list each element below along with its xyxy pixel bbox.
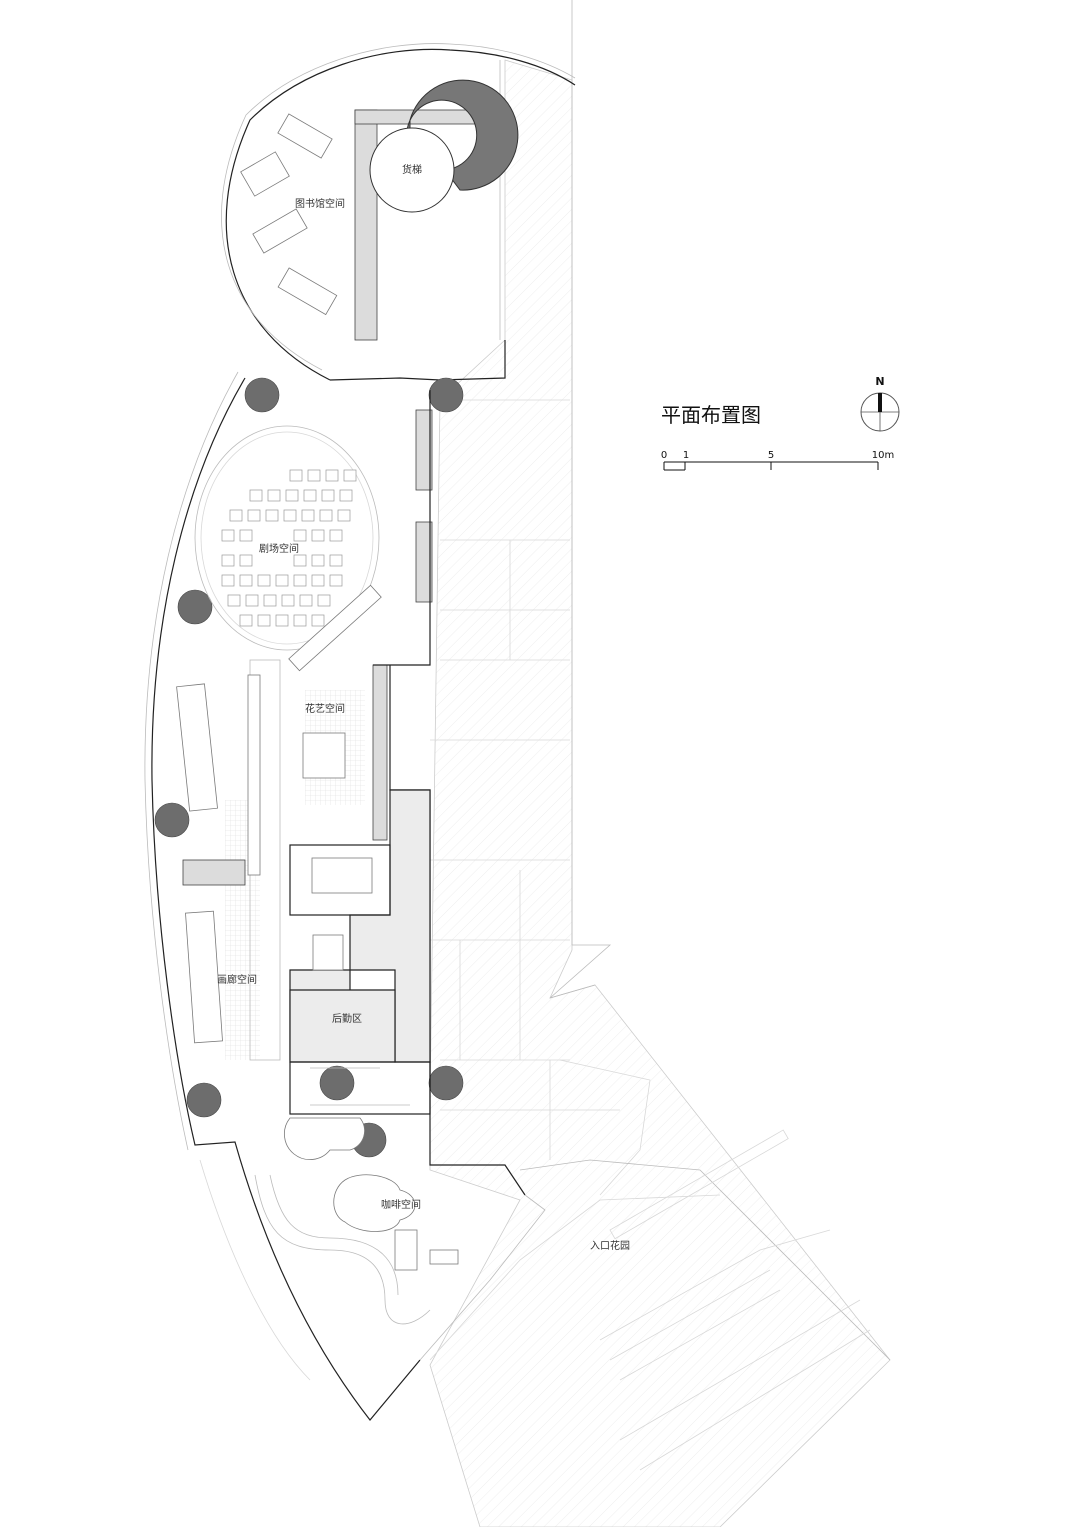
theater-seat (293, 614, 307, 627)
theater-seat (285, 489, 299, 502)
theater-seat (343, 469, 357, 482)
cafe-label: 咖啡空间 (381, 1198, 421, 1211)
theater-seat (275, 614, 289, 627)
theater-seat (307, 469, 321, 482)
entrance-garden-label: 入口花园 (590, 1239, 630, 1252)
theater-seat (263, 594, 277, 607)
theater-seat (283, 509, 297, 522)
legend: 平面布置图 N 0 1 5 10m (661, 375, 900, 471)
theater-seat (221, 529, 235, 542)
cafe-area (254, 1110, 546, 1361)
theater-seat (221, 574, 235, 587)
library-area (240, 79, 519, 341)
theater-seat (311, 574, 325, 587)
floral-label: 花艺空间 (305, 702, 345, 715)
tree (186, 1082, 222, 1118)
back-office-label: 后勤区 (332, 1012, 362, 1025)
theater-seat (317, 594, 331, 607)
scale-bar: 0 1 5 10m (661, 450, 894, 471)
theater-seat (239, 614, 253, 627)
north-arrow-icon: N (860, 375, 900, 432)
theater-seat (281, 594, 295, 607)
theater-seat (321, 489, 335, 502)
tree (428, 377, 464, 413)
theater-seat (299, 594, 313, 607)
theater-seat (303, 489, 317, 502)
tree (154, 802, 190, 838)
theater-seat (311, 529, 325, 542)
adjacent-building (429, 0, 891, 1527)
theater-seat (329, 529, 343, 542)
tree (428, 1065, 464, 1101)
theater-seat (311, 614, 325, 627)
theater-seat (265, 509, 279, 522)
theater-seat (227, 594, 241, 607)
theater-seat (289, 469, 303, 482)
theater-seat (293, 529, 307, 542)
room-labels: 图书馆空间 货梯 剧场空间 花艺空间 画廊空间 后勤区 咖啡空间 入口花园 (217, 163, 630, 1252)
theater-seat (247, 509, 261, 522)
freight-elevator-label: 货梯 (402, 163, 422, 176)
entrance-garden (429, 1129, 891, 1471)
theater-seat (339, 489, 353, 502)
tree (244, 377, 280, 413)
north-label: N (875, 375, 884, 388)
theater-seat (257, 614, 271, 627)
theater-seat (311, 554, 325, 567)
service-area (284, 789, 431, 1160)
theater-seat (275, 574, 289, 587)
theater-seat (257, 574, 271, 587)
theater-seat (329, 554, 343, 567)
theater-seat (239, 554, 253, 567)
scale-tick: 0 (661, 450, 667, 461)
tree (319, 1065, 355, 1101)
facade (144, 43, 576, 1421)
theater-seat (249, 489, 263, 502)
floral-area (302, 390, 431, 1110)
theater-seat (319, 509, 333, 522)
theater-area (194, 409, 433, 672)
theater-seat (337, 509, 351, 522)
theater-seat (267, 489, 281, 502)
theater-seat (229, 509, 243, 522)
scale-tick: 5 (768, 450, 774, 461)
theater-seat (293, 574, 307, 587)
scale-tick: 1 (683, 450, 689, 461)
theater-seat (325, 469, 339, 482)
theater-seat (329, 574, 343, 587)
library-label: 图书馆空间 (295, 197, 345, 210)
theater-seat (239, 574, 253, 587)
theater-seat (245, 594, 259, 607)
theater-seat (221, 554, 235, 567)
drawing-title: 平面布置图 (661, 403, 761, 427)
gallery-area (176, 659, 281, 1061)
theater-seat (301, 509, 315, 522)
tree (177, 589, 213, 625)
trees (154, 377, 464, 1158)
gallery-label: 画廊空间 (217, 973, 257, 986)
scale-tick: 10m (872, 450, 894, 461)
theater-seat (293, 554, 307, 567)
theater-label: 剧场空间 (259, 542, 299, 555)
theater-seat (239, 529, 253, 542)
